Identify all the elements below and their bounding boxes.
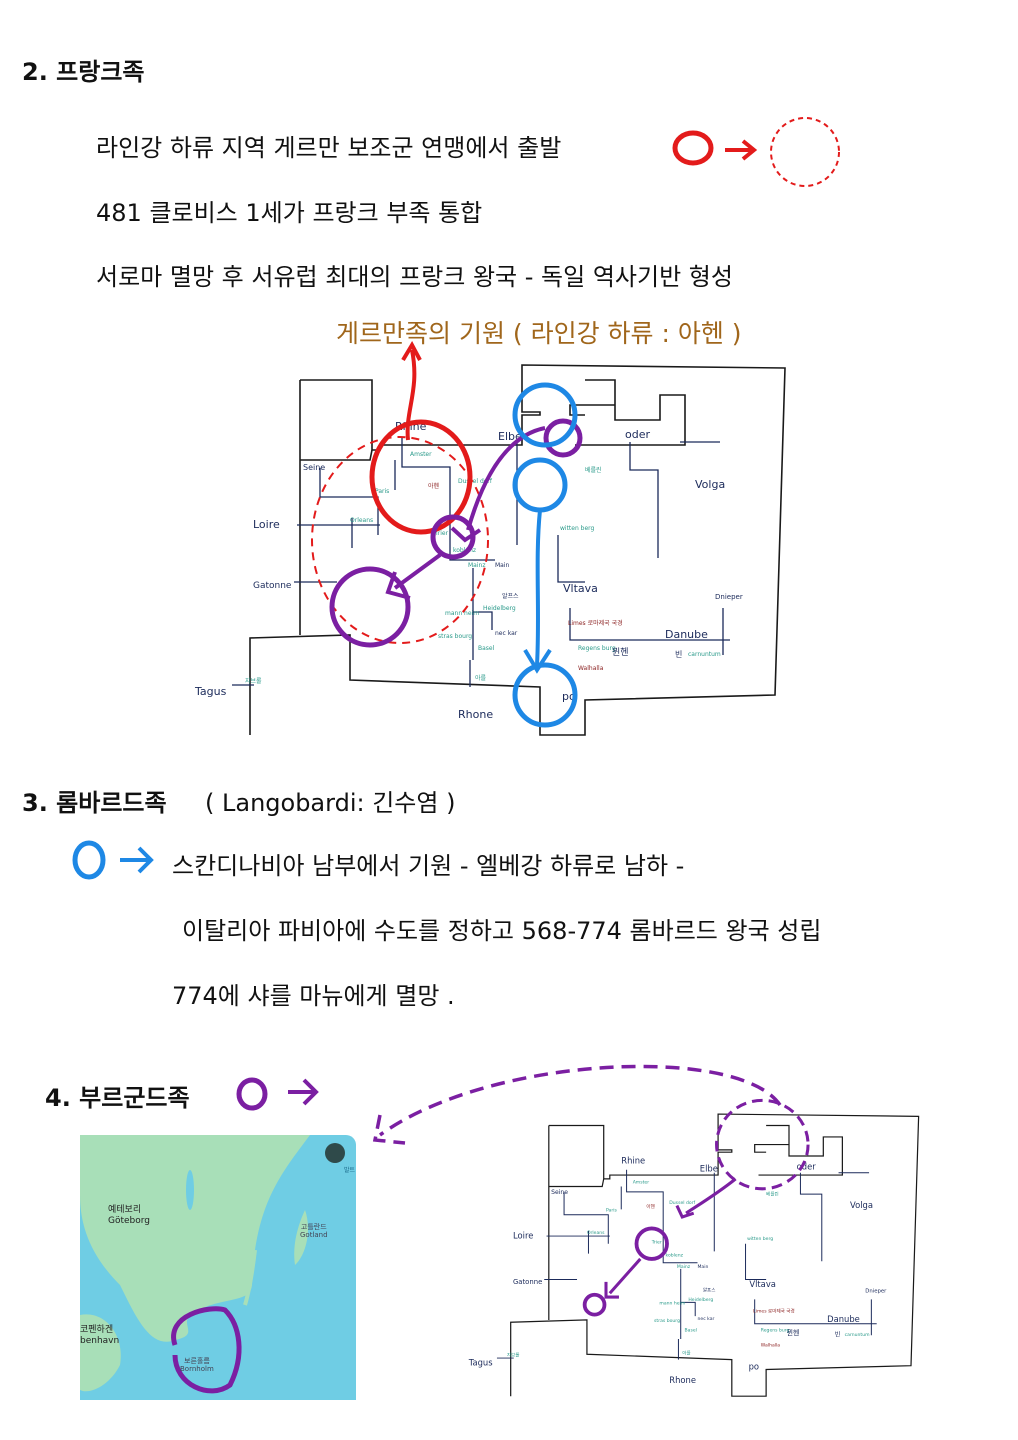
purple-circle-arrow-icon bbox=[236, 1077, 319, 1111]
red-circle-arrow-icon bbox=[672, 117, 840, 187]
section-heading-burgundians: 4. 부르군드족 bbox=[45, 1084, 190, 1112]
svg-text:아를: 아를 bbox=[475, 674, 487, 682]
europe-base-map: Rhine Elbe oder Volga Seine Loire Gatonn… bbox=[194, 364, 786, 736]
purple-migration-arrow bbox=[385, 426, 546, 600]
svg-text:지브롤: 지브롤 bbox=[245, 677, 262, 685]
svg-text:witten berg: witten berg bbox=[560, 525, 595, 532]
svg-text:Seine: Seine bbox=[303, 463, 325, 472]
svg-text:Basel: Basel bbox=[478, 645, 495, 652]
svg-text:Trier: Trier bbox=[434, 530, 449, 537]
red-arrow-north bbox=[401, 340, 422, 441]
svg-text:Tagus: Tagus bbox=[194, 685, 227, 698]
text-line: 774에 샤를 마뉴에게 멸망 . bbox=[172, 982, 455, 1010]
blue-circle-arrow-icon bbox=[72, 840, 154, 880]
svg-text:Vltava: Vltava bbox=[563, 582, 598, 595]
text-line: 481 클로비스 1세가 프랑크 부족 통합 bbox=[96, 199, 483, 227]
svg-text:Amster: Amster bbox=[410, 451, 432, 458]
svg-text:Danube: Danube bbox=[665, 628, 708, 641]
svg-text:알프스: 알프스 bbox=[502, 592, 519, 600]
svg-text:nec kar: nec kar bbox=[495, 630, 518, 637]
svg-text:Heidelberg: Heidelberg bbox=[483, 605, 516, 612]
svg-text:Orleans: Orleans bbox=[350, 517, 373, 524]
section-heading-franks: 2. 프랑크족 bbox=[22, 58, 145, 86]
svg-text:뮌헨: 뮌헨 bbox=[612, 646, 629, 658]
svg-text:Mainz: Mainz bbox=[468, 562, 485, 569]
svg-text:stras bourg: stras bourg bbox=[438, 633, 472, 640]
svg-text:빈: 빈 bbox=[675, 650, 682, 659]
text-line: 라인강 하류 지역 게르만 보조군 연맹에서 출발 bbox=[96, 134, 562, 162]
label-baltic: 발트 bbox=[344, 1167, 356, 1174]
svg-text:아헨: 아헨 bbox=[428, 482, 440, 490]
section-subtitle: ( Langobardi: 긴수염 ) bbox=[205, 789, 456, 817]
svg-text:carnuntum: carnuntum bbox=[688, 651, 721, 658]
svg-text:oder: oder bbox=[625, 428, 650, 441]
svg-text:Volga: Volga bbox=[695, 478, 725, 491]
svg-text:Regens burg: Regens burg bbox=[578, 645, 616, 652]
section-heading-lombards: 3. 롬바르드족 bbox=[22, 789, 167, 817]
svg-text:Rhone: Rhone bbox=[458, 708, 493, 721]
map-caption: 게르만족의 기원 ( 라인강 하류 : 아헨 ) bbox=[336, 319, 742, 348]
text-line: 이탈리아 파비아에 수도를 정하고 568-774 롬바르드 왕국 성립 bbox=[182, 917, 822, 945]
blue-migration-arrow bbox=[523, 509, 552, 674]
purple-dashed-arrow bbox=[372, 1064, 782, 1145]
svg-text:Dnieper: Dnieper bbox=[715, 593, 743, 601]
text-line: 스칸디나비아 남부에서 기원 - 엘베강 하류로 남하 - bbox=[172, 852, 685, 880]
text-line: 서로마 멸망 후 서유럽 최대의 프랑크 왕국 - 독일 역사기반 형성 bbox=[96, 263, 733, 291]
europe-map-franks: Rhine Elbe oder Volga Seine Loire Gatonn… bbox=[194, 340, 786, 736]
svg-text:Dussel dorf: Dussel dorf bbox=[458, 478, 493, 485]
svg-text:베를린: 베를린 bbox=[585, 466, 602, 474]
svg-text:Walhalla: Walhalla bbox=[578, 665, 604, 672]
svg-text:Main: Main bbox=[495, 562, 510, 569]
europe-map-burgundians bbox=[467, 1098, 920, 1397]
svg-text:Limes 로마제국 국경: Limes 로마제국 국경 bbox=[568, 619, 623, 627]
svg-text:Paris: Paris bbox=[375, 488, 389, 495]
svg-text:Gatonne: Gatonne bbox=[253, 581, 292, 591]
red-dashed-region bbox=[311, 436, 489, 644]
svg-text:mann heim: mann heim bbox=[445, 610, 479, 617]
svg-text:Loire: Loire bbox=[253, 518, 280, 531]
